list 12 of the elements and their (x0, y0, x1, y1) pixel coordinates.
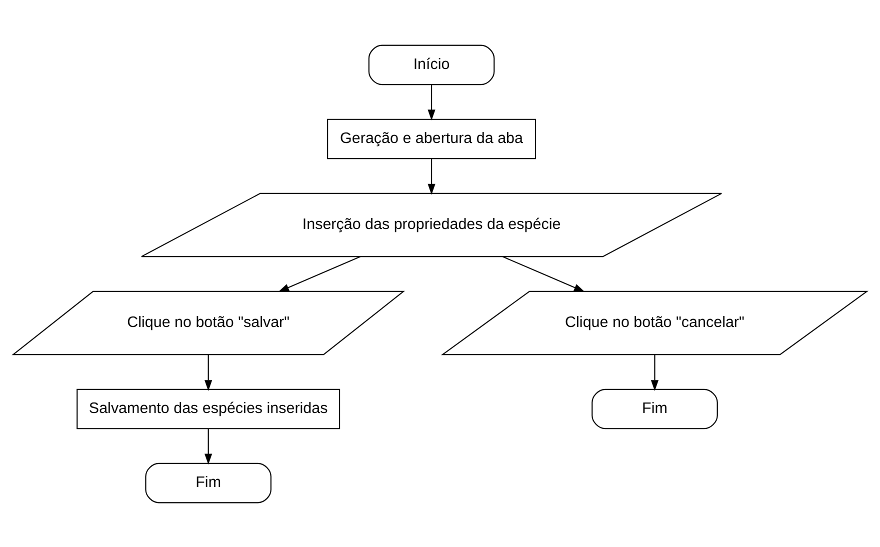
node-box: Início (368, 44, 495, 85)
node-box: Fim (145, 462, 272, 503)
arrow (502, 256, 585, 292)
node-box: Fim (592, 388, 718, 429)
arrow (650, 354, 659, 391)
node-box: Geração e abertura da aba (327, 118, 536, 159)
arrow (204, 428, 212, 464)
arrow (428, 158, 436, 194)
arrow (278, 256, 361, 292)
arrow (428, 84, 436, 120)
arrow (204, 354, 212, 391)
node-box: Salvamento das espécies inseridas (76, 388, 340, 429)
